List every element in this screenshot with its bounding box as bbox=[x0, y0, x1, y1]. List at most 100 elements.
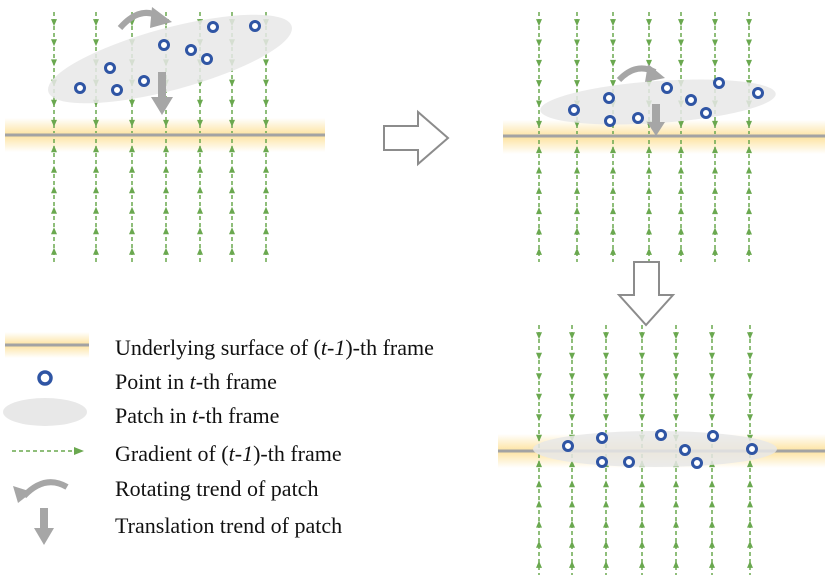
gradient-arrowhead bbox=[746, 207, 752, 215]
curved-arrow-icon-head bbox=[645, 64, 665, 82]
gradient-arrowhead bbox=[574, 166, 580, 174]
gradient-arrowhead bbox=[747, 560, 753, 568]
rotating-legend-icon-head bbox=[13, 486, 32, 503]
gradient-arrowhead bbox=[709, 414, 715, 422]
gradient-arrowhead bbox=[51, 39, 57, 47]
gradient-arrowhead bbox=[712, 186, 718, 194]
gradient-arrowhead bbox=[639, 352, 645, 360]
point bbox=[201, 53, 213, 65]
gradient-arrowhead bbox=[536, 100, 542, 108]
gradient-arrowhead bbox=[536, 460, 542, 468]
gradient-arrowhead bbox=[646, 166, 652, 174]
gradient-arrowhead bbox=[93, 227, 99, 235]
gradient-arrowhead bbox=[639, 500, 645, 508]
gradient-arrowhead bbox=[536, 247, 542, 255]
gradient-arrowhead bbox=[51, 19, 57, 27]
gradient-arrowhead bbox=[569, 332, 575, 340]
gradient-arrowhead bbox=[263, 59, 269, 67]
points bbox=[562, 429, 758, 469]
gradient-arrowhead bbox=[129, 206, 135, 214]
point bbox=[158, 39, 170, 51]
gradient-arrowhead bbox=[673, 500, 679, 508]
legend-icons bbox=[3, 332, 89, 545]
legend-label-surface: Underlying surface of (t-1)-th frame bbox=[115, 335, 434, 360]
gradient-arrowhead bbox=[639, 393, 645, 401]
gradient-arrowhead bbox=[610, 146, 616, 154]
gradient-arrowhead bbox=[536, 166, 542, 174]
gradient-arrowhead bbox=[603, 352, 609, 360]
gradient-arrowhead bbox=[574, 146, 580, 154]
gradient-arrowhead bbox=[574, 186, 580, 194]
gradient-arrowhead bbox=[229, 206, 235, 214]
gradient-field bbox=[51, 12, 269, 262]
gradient-arrowhead bbox=[603, 480, 609, 488]
gradient-arrowhead bbox=[197, 119, 203, 127]
point bbox=[74, 82, 86, 94]
gradient-arrowhead bbox=[673, 560, 679, 568]
gradient-arrowhead bbox=[263, 145, 269, 153]
gradient-arrowhead bbox=[536, 500, 542, 508]
panel-final bbox=[498, 325, 825, 575]
gradient-arrowhead bbox=[163, 227, 169, 235]
gradient-arrowhead bbox=[574, 247, 580, 255]
gradient-arrowhead bbox=[93, 119, 99, 127]
gradient-arrowhead bbox=[603, 373, 609, 381]
point bbox=[562, 440, 574, 452]
panel-intermediate bbox=[503, 12, 825, 262]
gradient-arrowhead bbox=[712, 120, 718, 128]
gradient-arrowhead bbox=[574, 39, 580, 47]
gradient-arrowhead bbox=[746, 39, 752, 47]
gradient-arrowhead bbox=[229, 165, 235, 173]
down-arrow-icon bbox=[647, 104, 665, 136]
gradient-arrowhead bbox=[678, 227, 684, 235]
gradient-arrowhead bbox=[569, 393, 575, 401]
gradient-arrowhead bbox=[129, 119, 135, 127]
point bbox=[685, 94, 697, 106]
gradient-arrowhead bbox=[129, 227, 135, 235]
gradient-arrowhead bbox=[197, 227, 203, 235]
gradient-arrowhead bbox=[569, 520, 575, 528]
gradient-arrowhead bbox=[93, 247, 99, 255]
gradient-arrowhead bbox=[678, 247, 684, 255]
gradient-arrowhead bbox=[197, 145, 203, 153]
gradient-arrowhead bbox=[639, 520, 645, 528]
gradient-arrowhead bbox=[673, 332, 679, 340]
gradient-arrowhead bbox=[51, 119, 57, 127]
gradient-arrowhead bbox=[603, 560, 609, 568]
gradient-arrowhead bbox=[93, 186, 99, 194]
gradient-arrowhead bbox=[536, 207, 542, 215]
gradient-arrowhead bbox=[712, 227, 718, 235]
gradient-arrowhead bbox=[197, 186, 203, 194]
gradient-arrowhead bbox=[569, 460, 575, 468]
gradient-arrowhead bbox=[229, 119, 235, 127]
gradient-arrowhead bbox=[610, 247, 616, 255]
curved-arrow-icon-head bbox=[150, 7, 172, 28]
gradient-arrowhead bbox=[678, 207, 684, 215]
gradient-arrowhead bbox=[51, 227, 57, 235]
point bbox=[185, 44, 197, 56]
legend-label-gradient: Gradient of (t-1)-th frame bbox=[115, 441, 342, 466]
gradient-arrowhead bbox=[603, 520, 609, 528]
block-arrow-right-icon bbox=[383, 109, 450, 167]
gradient-arrowhead bbox=[536, 80, 542, 88]
gradient-arrowhead bbox=[536, 520, 542, 528]
point bbox=[249, 20, 261, 32]
patch bbox=[540, 79, 776, 125]
gradient-arrowhead bbox=[646, 146, 652, 154]
point-legend-icon bbox=[37, 370, 53, 386]
gradient-arrowhead bbox=[610, 39, 616, 47]
gradient-arrowhead bbox=[709, 480, 715, 488]
gradient-arrowhead bbox=[536, 434, 542, 442]
gradient-arrowhead bbox=[603, 393, 609, 401]
gradient-arrowhead bbox=[639, 332, 645, 340]
gradient-arrowhead bbox=[163, 165, 169, 173]
gradient-arrowhead bbox=[263, 227, 269, 235]
gradient-arrowhead bbox=[610, 186, 616, 194]
gradient-arrowhead bbox=[747, 520, 753, 528]
gradient-arrowhead bbox=[263, 165, 269, 173]
points bbox=[74, 20, 261, 96]
gradient-arrowhead bbox=[229, 79, 235, 87]
gradient-arrowhead bbox=[610, 166, 616, 174]
point bbox=[655, 429, 667, 441]
